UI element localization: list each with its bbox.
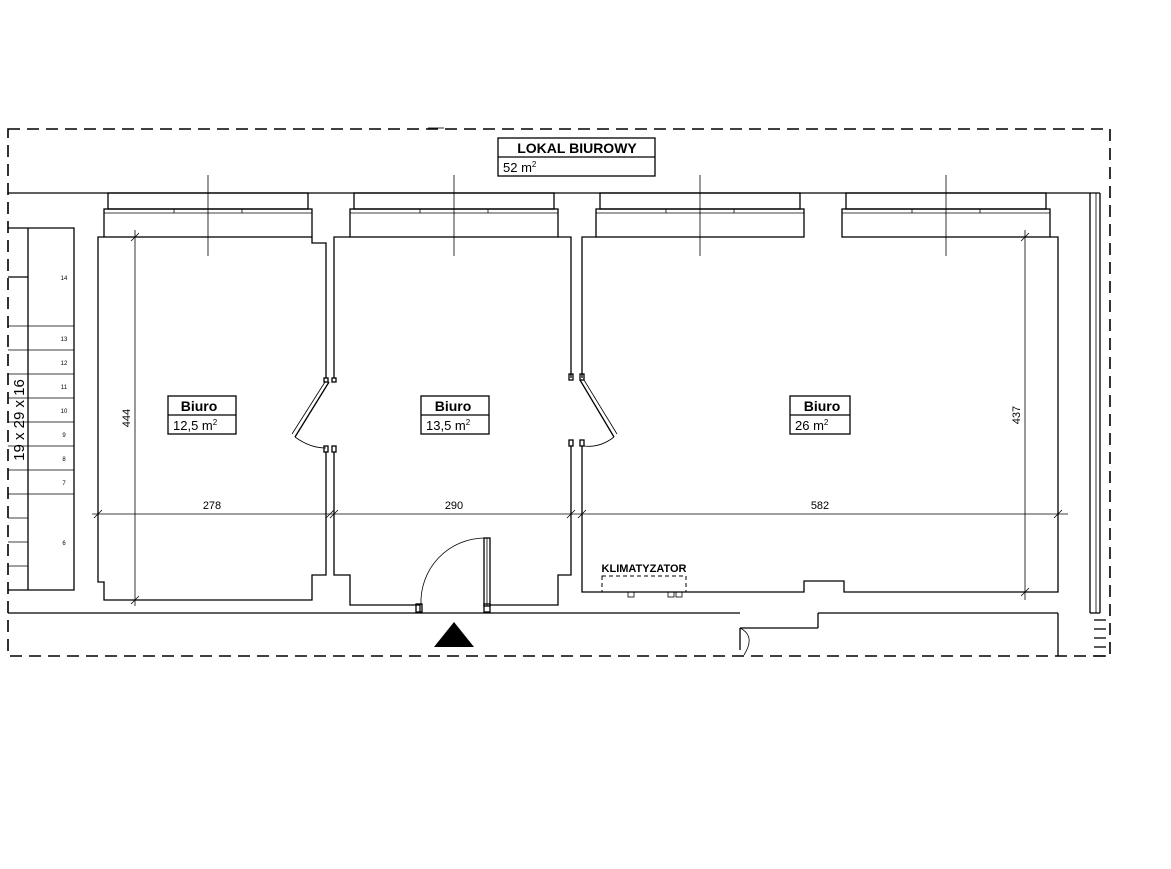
- step-number: 10: [61, 409, 68, 415]
- door-room1-room2: [291, 377, 337, 453]
- dimension-depth-left: 444: [121, 409, 133, 427]
- unit-boundary: [7, 128, 1111, 657]
- room-area: 13,5 m2: [426, 418, 471, 433]
- step-number: 8: [62, 457, 66, 463]
- unit-area: 52 m2: [503, 160, 537, 175]
- air-conditioner: KLIMATYZATOR: [601, 563, 687, 598]
- stairs-spec: 19 x 29 x 16: [11, 379, 28, 461]
- room-label-1: Biuro 12,5 m2: [167, 395, 237, 435]
- window-3: [595, 175, 805, 256]
- room-name: Biuro: [804, 398, 841, 414]
- room-name: Biuro: [435, 398, 472, 414]
- entrance-door: [415, 537, 491, 613]
- dimension-width-room2: 290: [445, 500, 463, 512]
- step-number: 9: [62, 433, 66, 439]
- vent-grille: [1094, 619, 1106, 657]
- room-name: Biuro: [181, 398, 218, 414]
- step-number: 14: [61, 276, 68, 282]
- step-number: 13: [61, 337, 68, 343]
- ac-label: KLIMATYZATOR: [602, 563, 687, 575]
- step-number: 11: [61, 385, 68, 391]
- staircase: 14 13 12 11 10 9 8 7 6 19 x 29 x 16: [8, 227, 75, 591]
- room-label-2: Biuro 13,5 m2: [420, 395, 490, 435]
- unit-title-box: LOKAL BIUROWY 52 m2: [497, 137, 656, 177]
- step-number: 6: [62, 541, 66, 547]
- room-1-walls: [97, 236, 327, 601]
- dimension-width-room1: 278: [203, 500, 221, 512]
- entrance-arrow-icon: [434, 622, 474, 647]
- unit-title: LOKAL BIUROWY: [517, 140, 637, 156]
- room-2-walls: [333, 236, 572, 612]
- room-area: 26 m2: [795, 418, 829, 433]
- window-4: [841, 175, 1051, 256]
- window-1: [103, 175, 313, 256]
- window-2: [349, 175, 559, 256]
- door-room2-room3: [568, 373, 618, 447]
- dimension-depth-right: 437: [1011, 406, 1023, 424]
- step-number: 12: [61, 361, 68, 367]
- dimension-lines: [92, 230, 1068, 606]
- room-label-3: Biuro 26 m2: [789, 395, 851, 435]
- dimension-width-room3: 582: [811, 500, 829, 512]
- room-area: 12,5 m2: [173, 418, 218, 433]
- step-number: 7: [62, 481, 66, 487]
- windows: [103, 175, 1051, 256]
